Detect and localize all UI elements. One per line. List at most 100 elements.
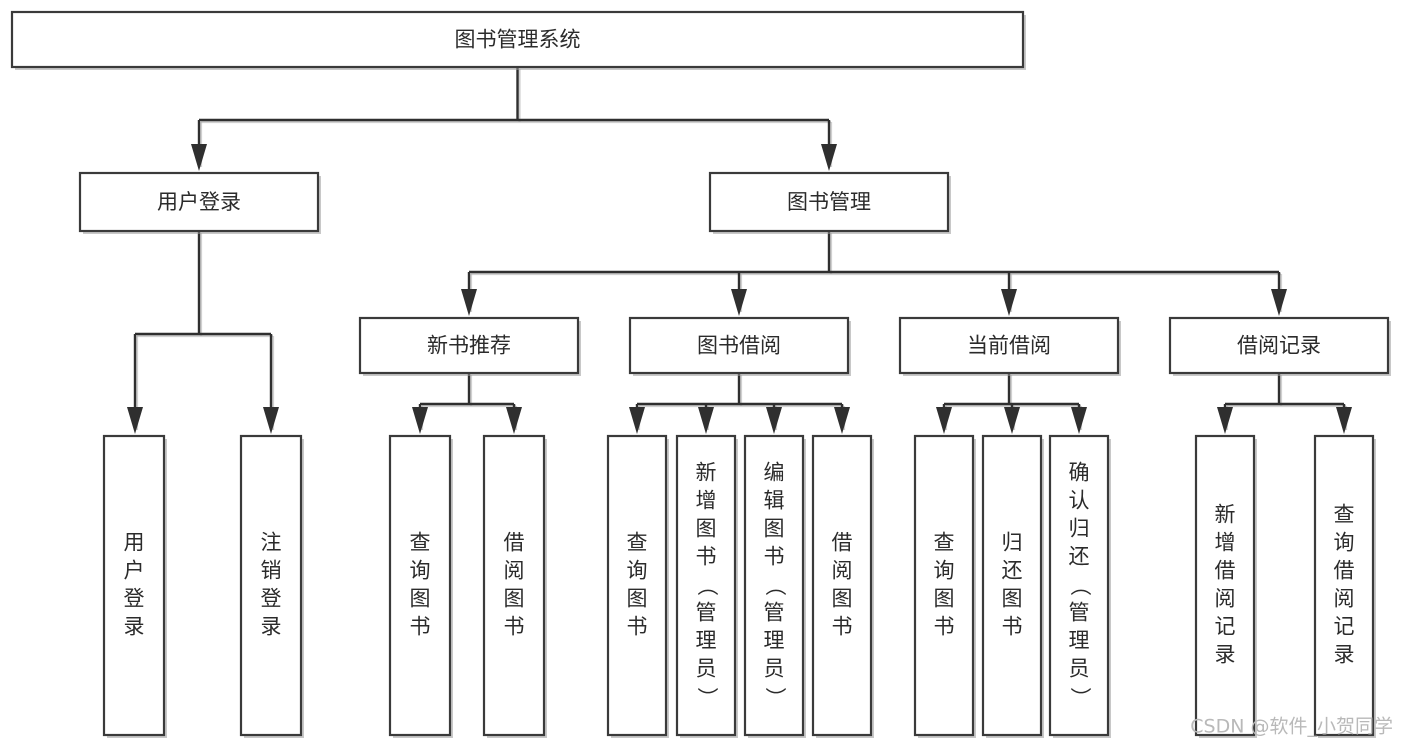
connector-bus-level1 — [199, 118, 831, 124]
node-label: 用户登录 — [157, 190, 241, 214]
node-current-borrow[interactable]: 当前借阅 — [898, 316, 1121, 376]
node-label-char: 编 — [764, 461, 785, 485]
connector-root-trunk — [516, 67, 521, 122]
arrow-head-icon — [629, 407, 645, 434]
node-rect[interactable] — [981, 434, 1043, 737]
node-rect[interactable] — [10, 10, 1025, 69]
node-rect[interactable] — [1168, 316, 1390, 375]
connector-borrow-record-trunk — [1277, 373, 1283, 406]
node-label-char: 图 — [832, 587, 853, 611]
node-label-char: 确 — [1069, 461, 1090, 485]
node-user-login-do[interactable]: 用户登录 — [102, 434, 167, 738]
node-label: 当前借阅 — [967, 334, 1051, 358]
node-root[interactable]: 图书管理系统 — [10, 10, 1026, 70]
node-label-char: 注 — [261, 531, 282, 555]
node-rect[interactable] — [358, 316, 580, 375]
node-label-char: ） — [695, 687, 719, 708]
node-label: 图书管理 — [787, 190, 871, 214]
connector-new-book-rec-trunk — [467, 373, 473, 406]
node-label-char: 登 — [124, 587, 145, 611]
node-borrow-record[interactable]: 借阅记录 — [1168, 316, 1391, 376]
node-rect[interactable] — [78, 171, 320, 233]
node-label-char: 归 — [1002, 531, 1023, 555]
node-label-char: 记 — [1215, 615, 1236, 639]
node-book-borrow[interactable]: 图书借阅 — [628, 316, 851, 376]
arrow-head-icon — [412, 407, 428, 434]
node-rect[interactable] — [743, 434, 805, 737]
node-label: 图书借阅 — [697, 334, 781, 358]
node-rect[interactable] — [811, 434, 873, 737]
node-label-char: 管 — [1069, 601, 1090, 625]
node-rect[interactable] — [239, 434, 303, 737]
node-label-char: 员 — [696, 657, 717, 681]
node-label-char: 借 — [1215, 559, 1236, 583]
node-label-char: 新 — [696, 461, 717, 485]
node-rect[interactable] — [708, 171, 950, 233]
node-rect[interactable] — [898, 316, 1120, 375]
node-label-char: 员 — [1069, 657, 1090, 681]
node-label-char: 录 — [261, 615, 282, 639]
node-label-char: ） — [1068, 687, 1092, 708]
node-label-char: 图 — [764, 517, 785, 541]
node-label-char: 书 — [832, 615, 853, 639]
node-user-login[interactable]: 用户登录 — [78, 171, 321, 234]
node-rect[interactable] — [1048, 434, 1110, 737]
connector-drop-user-login — [191, 120, 207, 171]
connector-drop-query-book-1 — [412, 404, 428, 434]
node-rect[interactable] — [606, 434, 668, 737]
node-layer: 图书管理系统用户登录用户登录注销登录图书管理新书推荐查询图书借阅图书图书借阅查询… — [10, 10, 1391, 738]
arrow-head-icon — [766, 407, 782, 434]
connector-drop-query-book-3 — [936, 404, 952, 434]
node-label-char: 管 — [764, 601, 785, 625]
node-rect[interactable] — [482, 434, 546, 737]
node-label-char: 图 — [934, 587, 955, 611]
node-label-char: 图 — [410, 587, 431, 611]
connector-drop-borrow-record — [1271, 272, 1287, 316]
node-rect[interactable] — [1194, 434, 1256, 737]
arrow-head-icon — [506, 407, 522, 434]
node-label-char: 询 — [410, 559, 431, 583]
connector-layer — [127, 67, 1352, 434]
node-rect[interactable] — [675, 434, 737, 737]
node-rect[interactable] — [628, 316, 850, 375]
connector-drop-borrow-book-2 — [834, 404, 850, 434]
connector-current-borrow-trunk — [1007, 373, 1013, 406]
node-rect[interactable] — [913, 434, 975, 737]
node-rect[interactable] — [102, 434, 166, 737]
node-rect[interactable] — [1313, 434, 1375, 737]
node-book-manage[interactable]: 图书管理 — [708, 171, 951, 234]
connector-bus-book-borrow — [637, 402, 844, 408]
arrow-head-icon — [263, 407, 279, 434]
node-label-char: 查 — [410, 531, 431, 555]
connector-drop-book-manage — [821, 120, 837, 171]
node-label-char: 销 — [261, 559, 282, 583]
node-label-char: 书 — [410, 615, 431, 639]
node-label-char: 还 — [1002, 559, 1023, 583]
node-label-char: 录 — [1215, 643, 1236, 667]
node-rect[interactable] — [388, 434, 452, 737]
node-new-book-rec[interactable]: 新书推荐 — [358, 316, 581, 376]
node-label-char: 书 — [504, 615, 525, 639]
node-label-char: 图 — [504, 587, 525, 611]
